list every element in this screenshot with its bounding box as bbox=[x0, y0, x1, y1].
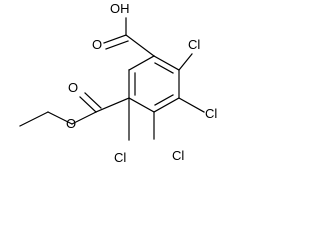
cl-bottom-right-label: Cl bbox=[172, 148, 184, 163]
cl-right-bond bbox=[178, 97, 205, 113]
cl-right-label: Cl bbox=[205, 106, 217, 121]
ester-carbonyl-o-label: O bbox=[68, 80, 78, 95]
ring-bond-c4-c5 bbox=[153, 97, 180, 113]
bonds bbox=[19, 17, 205, 141]
chemical-structure: OH O O O Cl Cl Cl Cl bbox=[19, 1, 217, 165]
acid-carbonyl-bond-1 bbox=[103, 34, 127, 44]
acid-carbonyl-bond-2 bbox=[105, 40, 129, 50]
acid-carbon-bond bbox=[125, 34, 155, 57]
ring-bond-c1-c2 bbox=[128, 55, 155, 71]
ring-inner-bond-c4-c5 bbox=[154, 94, 174, 106]
ester-carbonyl-bond-1 bbox=[79, 96, 97, 113]
ring-bond-c2-c3 bbox=[153, 55, 180, 71]
ester-link-o-label: O bbox=[66, 116, 76, 131]
ester-o-bond bbox=[71, 111, 97, 125]
ethyl-bond-2 bbox=[19, 111, 49, 127]
ester-carbonyl-bond-2 bbox=[84, 92, 102, 109]
cl-top-bond bbox=[178, 53, 193, 71]
ring-bond-c5-c6 bbox=[128, 97, 155, 113]
cl-bottom-left-label: Cl bbox=[114, 150, 126, 165]
cl-top-label: Cl bbox=[188, 37, 200, 52]
ethyl-bond-1 bbox=[47, 111, 73, 125]
ester-carbon-bond bbox=[95, 97, 130, 113]
structure-canvas: OH O O O Cl Cl Cl Cl bbox=[19, 1, 217, 165]
oh-label: OH bbox=[110, 1, 130, 16]
acid-o-label: O bbox=[92, 37, 102, 52]
atom-labels: OH O O O Cl Cl Cl Cl bbox=[66, 1, 217, 165]
ring-inner-bond-c2-c3 bbox=[154, 62, 174, 74]
